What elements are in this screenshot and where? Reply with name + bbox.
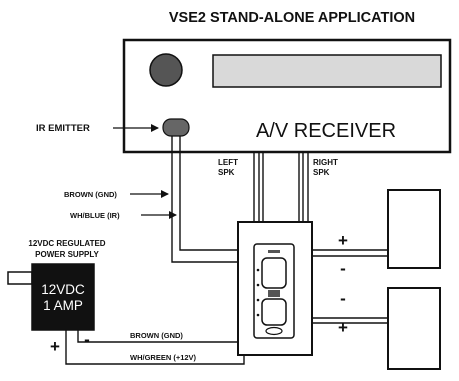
psu-box	[31, 263, 95, 331]
ir-emitter-label: IR EMITTER	[36, 123, 90, 134]
psu-minus: -	[84, 330, 90, 349]
keypad-ir-window	[265, 326, 283, 336]
receiver-label: A/V RECEIVER	[256, 120, 396, 142]
left-spk-label-line1: LEFT	[218, 158, 238, 167]
speaker-top-plus: +	[338, 231, 348, 250]
speaker-bottom-plus: +	[338, 318, 348, 337]
keypad-logo	[268, 250, 280, 253]
psu-caption-line1: 12VDC REGULATED	[28, 239, 105, 248]
speaker-top-minus: -	[340, 259, 346, 278]
label-wh-blue-ir: WH/BLUE (IR)	[70, 211, 120, 220]
speaker-wires	[253, 152, 309, 222]
power-supply: 12VDC REGULATED POWER SUPPLY 12VDC 1 AMP…	[7, 239, 106, 356]
receiver-knob	[149, 53, 183, 87]
speaker-bottom	[387, 287, 441, 370]
ir-emitter: IR EMITTER	[36, 118, 190, 137]
label-brown-gnd-top: BROWN (GND)	[64, 190, 117, 199]
psu-plug	[7, 271, 33, 285]
speaker-bottom-minus: -	[340, 289, 346, 308]
wire-brown-gnd-power	[77, 330, 238, 343]
wire-wh-blue-ir	[179, 136, 238, 251]
psu-text-line2: 1 AMP	[43, 298, 83, 313]
label-brown-gnd-bottom: BROWN (GND)	[130, 331, 183, 340]
ir-emitter-bulb	[162, 118, 190, 137]
wire-brown-gnd	[171, 136, 238, 263]
right-spk-label-line1: RIGHT	[313, 158, 338, 167]
label-wh-green: WH/GREEN (+12V)	[130, 353, 197, 362]
speaker-output-wires	[312, 249, 388, 324]
psu-text-line1: 12VDC	[41, 282, 85, 297]
psu-caption-line2: POWER SUPPLY	[35, 250, 99, 259]
right-spk-label-line2: SPK	[313, 168, 330, 177]
wire-wh-green	[65, 330, 245, 365]
emitter-wires	[171, 136, 238, 263]
psu-plus: +	[50, 337, 60, 356]
left-spk-label-line2: SPK	[218, 168, 235, 177]
volume-down-button	[261, 298, 287, 326]
power-wires	[65, 330, 245, 365]
speaker-top	[387, 189, 441, 269]
volume-up-button	[261, 257, 287, 289]
diagram-title: VSE2 STAND-ALONE APPLICATION	[169, 10, 415, 26]
vse2-keypad	[237, 221, 313, 356]
receiver-display	[212, 54, 442, 88]
keypad-led	[268, 290, 280, 297]
